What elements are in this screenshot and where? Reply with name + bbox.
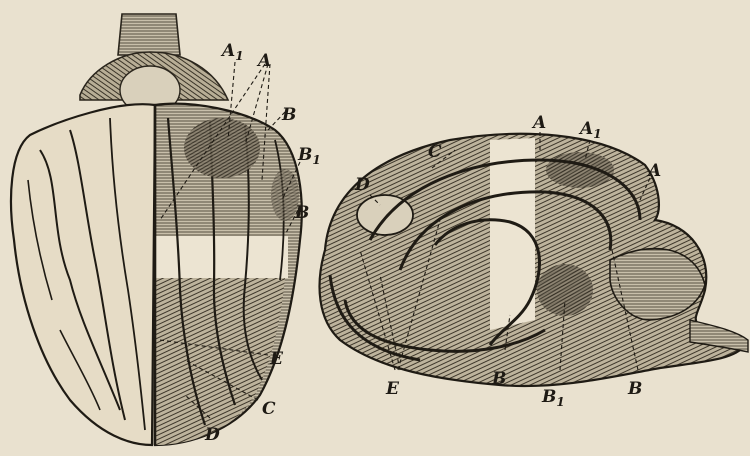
left-hemisphere [11,104,155,445]
label-a1-side: A1 [578,119,602,141]
label-a-side-top: A [531,113,546,133]
region-b1-side [537,264,593,316]
side-view-brain [320,132,748,386]
label-d-top: D [204,425,220,445]
label-d-side: D [354,175,370,195]
label-c-top: C [262,399,276,419]
label-e-top: E [269,349,284,369]
brain-stem [118,14,180,55]
label-b1-top: B1 [297,145,321,167]
top-view-brain [11,14,302,445]
label-b-side-right: B [627,379,642,399]
label-b1-side: B1 [541,387,565,409]
label-c-side: C [428,142,442,162]
region-a1-side [546,152,614,188]
label-b-top-lower: B [294,203,309,223]
region-a1-top [184,118,260,178]
label-a-side-right: A [646,161,661,181]
label-b-top-upper: B [281,105,296,125]
label-a-top: A [256,51,271,71]
label-a1-top: A1 [220,41,244,63]
label-b-side-left: B [491,369,506,389]
label-e-side: E [385,379,400,399]
